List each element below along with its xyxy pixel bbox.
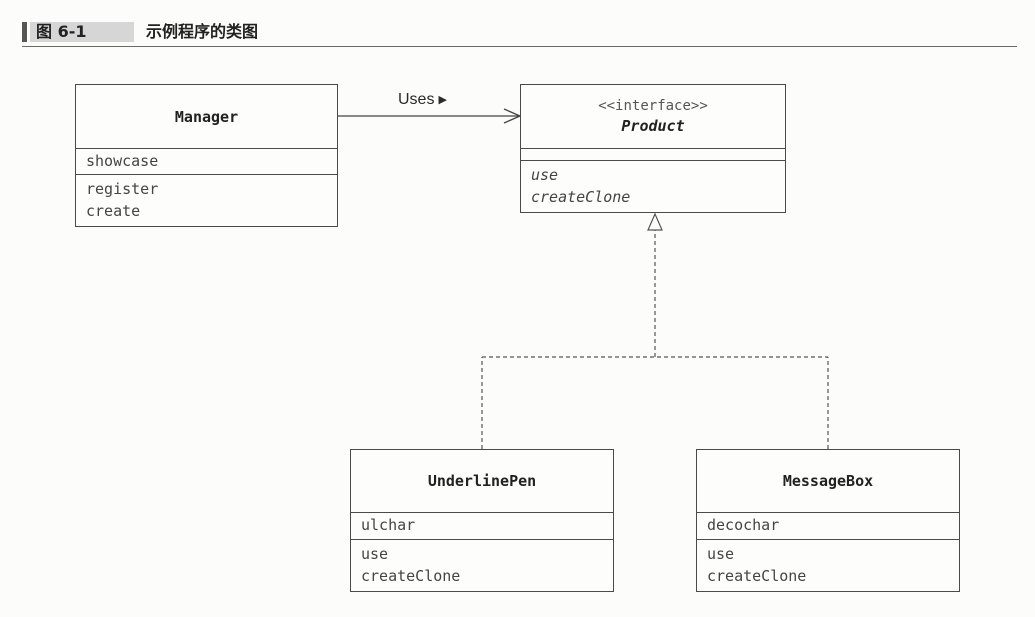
operation-create: create — [86, 202, 141, 220]
uses-text: Uses — [398, 91, 435, 108]
class-manager-name: Manager — [174, 107, 239, 126]
attribute-showcase: showcase — [86, 152, 159, 170]
header-accent-bar — [22, 22, 27, 42]
class-underlinepen-operations: use createClone — [351, 540, 613, 587]
operation-use: use — [531, 166, 559, 184]
class-underlinepen: UnderlinePen ulchar use createClone — [350, 449, 614, 592]
operation-register: register — [86, 180, 159, 198]
class-messagebox-header: MessageBox — [697, 450, 959, 513]
realization-connector — [481, 212, 829, 449]
figure-number-background — [30, 22, 134, 42]
class-manager-operations: register create — [76, 175, 337, 222]
attribute-decochar: decochar — [707, 516, 780, 534]
figure-header: 图 6-1 示例程序的类图 — [22, 20, 1017, 47]
direction-triangle-icon: ▶ — [438, 94, 447, 106]
operation-use: use — [361, 545, 389, 563]
class-messagebox-operations: use createClone — [697, 540, 959, 587]
interface-product-name: Product — [621, 117, 685, 135]
class-messagebox: MessageBox decochar use createClone — [696, 449, 960, 592]
figure-number: 图 6-1 — [36, 22, 87, 41]
interface-stereotype: <<interface>> — [598, 98, 708, 114]
uses-association — [338, 108, 522, 124]
class-messagebox-name: MessageBox — [782, 472, 874, 490]
figure-title: 示例程序的类图 — [146, 22, 259, 41]
interface-product-attributes — [521, 149, 785, 161]
operation-createclone: createClone — [361, 567, 461, 585]
class-messagebox-attributes: decochar — [697, 513, 959, 540]
uses-label: Uses▶ — [398, 91, 447, 109]
interface-product-header: <<interface>> Product — [521, 85, 785, 149]
interface-product: <<interface>> Product use createClone — [520, 84, 786, 213]
operation-createclone: createClone — [707, 567, 807, 585]
class-manager: Manager showcase register create — [75, 84, 338, 227]
class-underlinepen-header: UnderlinePen — [351, 450, 613, 513]
operation-use: use — [707, 545, 735, 563]
interface-product-operations: use createClone — [521, 161, 785, 208]
class-underlinepen-name: UnderlinePen — [427, 472, 537, 490]
class-manager-header: Manager — [76, 85, 337, 149]
realization-arrowhead — [647, 212, 663, 231]
attribute-ulchar: ulchar — [361, 516, 416, 534]
operation-createclone: createClone — [531, 188, 631, 206]
class-manager-attributes: showcase — [76, 149, 337, 175]
class-underlinepen-attributes: ulchar — [351, 513, 613, 540]
